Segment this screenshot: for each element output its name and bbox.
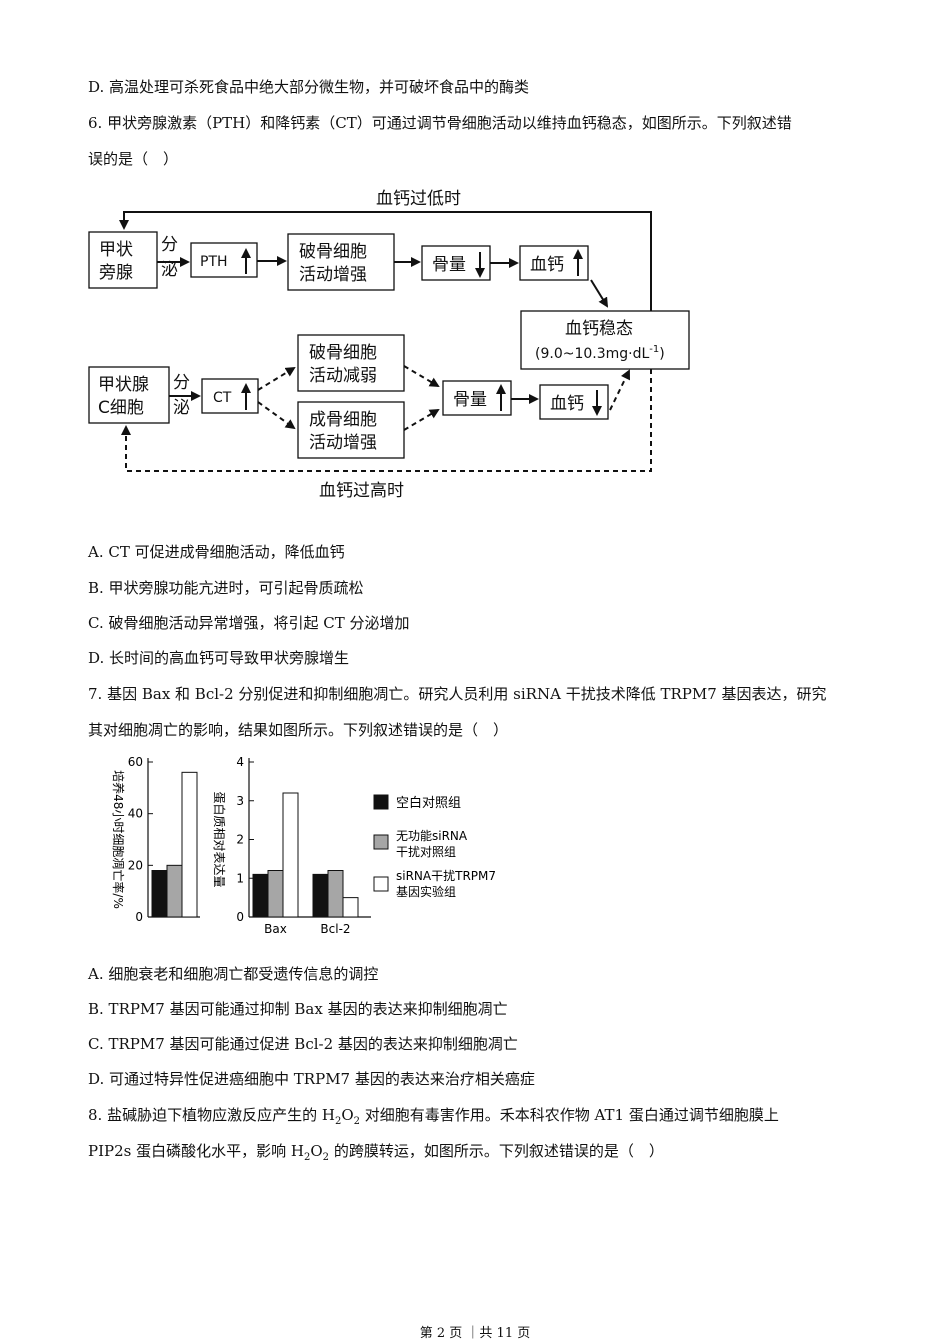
osteoblast-up-label-2: 活动增强	[309, 433, 377, 453]
osteoclast-up-label-1: 破骨细胞	[299, 242, 367, 262]
secrete-label-1b: 泌	[161, 260, 178, 280]
ct-label: CT	[213, 390, 232, 406]
chart-legend: 空白对照组 无功能siRNA 干扰对照组 siRNA干扰TRPM7 基因实验组	[373, 794, 496, 899]
y-tick-label: 0	[135, 910, 143, 924]
y-tick-label: 0	[236, 910, 244, 924]
legend-swatch-white	[373, 876, 389, 892]
blood-calcium-up-label: 血钙	[530, 255, 564, 275]
thyroid-label-2: C细胞	[98, 398, 144, 418]
high-calcium-feedback-arrow	[121, 369, 652, 472]
parathyroid-gland-box	[88, 231, 158, 289]
y-tick-label: 3	[236, 794, 244, 808]
bar	[151, 870, 168, 918]
legend-label-2a: 无功能siRNA	[396, 829, 468, 843]
x-tick-label: Bcl-2	[320, 922, 350, 936]
bar	[282, 792, 299, 918]
q6-option-b: B. 甲状旁腺功能亢进时，可引起骨质疏松	[88, 579, 364, 597]
q6-option-a: A. CT 可促进成骨细胞活动，降低血钙	[88, 543, 345, 561]
high-calcium-label: 血钙过高时	[319, 481, 404, 501]
q8-stem: 8. 盐碱胁迫下植物应激反应产生的 H2O2 对细胞有毒害作用。禾本科农作物 A…	[88, 1106, 779, 1127]
bar	[312, 873, 329, 918]
q7-option-d: D. 可通过特异性促进癌细胞中 TRPM7 基因的表达来治疗相关癌症	[88, 1070, 535, 1088]
bar	[267, 870, 284, 918]
osteoblast-up-label-1: 成骨细胞	[309, 410, 377, 430]
osteoclast-weakened-box	[297, 334, 405, 392]
legend-swatch-gray	[373, 834, 389, 850]
bar	[252, 873, 269, 918]
y-axis-label: 蛋白质相对表达量	[212, 791, 227, 887]
x-tick-label: Bax	[264, 922, 287, 936]
low-calcium-label: 血钙过低时	[376, 189, 461, 209]
legend-label-1: 空白对照组	[396, 795, 461, 811]
parathyroid-label-1: 甲状	[99, 240, 133, 260]
osteoclast-up-label-2: 活动增强	[299, 265, 367, 285]
q7-option-c: C. TRPM7 基因可能通过促进 Bcl-2 基因的表达来抑制细胞凋亡	[88, 1035, 518, 1053]
secrete-label-2b: 泌	[173, 398, 190, 418]
osteoblast-enhanced-box	[297, 401, 405, 459]
secrete-label-1: 分	[161, 235, 178, 255]
legend-label-3a: siRNA干扰TRPM7	[396, 869, 496, 883]
q7-stem-cont: 其对细胞凋亡的影响，结果如图所示。下列叙述错误的是（ ）	[88, 721, 509, 739]
q6-option-d: D. 长时间的高血钙可导致甲状旁腺增生	[88, 649, 350, 667]
bar	[166, 864, 183, 918]
legend-label-3b: 基因实验组	[396, 884, 456, 899]
q8-stem-cont: PIP2s 蛋白磷酸化水平，影响 H2O2 的跨膜转运，如图所示。下列叙述错误的…	[88, 1142, 664, 1163]
thyroid-c-cell-box	[88, 366, 170, 424]
y-tick-label: 2	[236, 833, 244, 847]
homeostasis-range: (9.0~10.3mg·dL-1)	[535, 344, 665, 362]
bone-mass-up-label: 骨量	[453, 390, 487, 410]
osteoclast-down-label-2: 活动减弱	[309, 366, 377, 386]
bar	[181, 771, 198, 918]
homeostasis-label: 血钙稳态	[565, 319, 633, 339]
q5-option-d: D. 高温处理可杀死食品中绝大部分微生物，并可破坏食品中的酶类	[88, 78, 530, 96]
q7-option-b: B. TRPM7 基因可能通过抑制 Bax 基因的表达来抑制细胞凋亡	[88, 1000, 508, 1018]
q7-stem: 7. 基因 Bax 和 Bcl-2 分别促进和抑制细胞凋亡。研究人员利用 siR…	[88, 685, 827, 703]
low-calcium-feedback-arrow	[119, 211, 652, 311]
osteoclast-enhanced-box	[287, 233, 395, 291]
q6-option-c: C. 破骨细胞活动异常增强，将引起 CT 分泌增加	[88, 614, 410, 632]
q6-stem: 6. 甲状旁腺激素（PTH）和降钙素（CT）可通过调节骨细胞活动以维持血钙稳态，…	[88, 114, 792, 132]
q6-stem-cont: 误的是（ ）	[88, 150, 179, 168]
q7-option-a: A. 细胞衰老和细胞凋亡都受遗传信息的调控	[88, 965, 379, 983]
blood-calcium-down-label: 血钙	[550, 394, 584, 414]
legend-swatch-black	[373, 794, 389, 810]
page-footer: 第 2 页 ｜共 11 页	[419, 1326, 531, 1341]
bar	[327, 870, 344, 918]
y-tick-label: 20	[128, 858, 143, 872]
parathyroid-label-2: 旁腺	[99, 263, 133, 283]
calcium-homeostasis-box	[520, 310, 690, 370]
y-tick-label: 40	[128, 807, 143, 821]
legend-label-2b: 干扰对照组	[396, 845, 456, 859]
pth-label: PTH	[200, 254, 228, 270]
osteoclast-down-label-1: 破骨细胞	[309, 343, 377, 363]
protein-expression-chart: 0 1 2 3 4 蛋白质相对表达量 Bax Bcl-2	[212, 755, 371, 936]
y-tick-label: 4	[236, 755, 244, 769]
bone-mass-down-label: 骨量	[432, 255, 466, 275]
calcium-regulation-diagram: 血钙过低时 甲状 旁腺 分 泌 PTH 破骨细胞 活动增强 骨量 血钙 血钙稳态…	[88, 189, 690, 501]
thyroid-label-1: 甲状腺	[98, 375, 149, 395]
bar	[342, 897, 359, 918]
y-tick-label: 1	[236, 871, 244, 885]
secrete-label-2: 分	[173, 373, 190, 393]
y-tick-label: 60	[128, 755, 143, 769]
y-axis-label: 培养48小时细胞凋亡率/%	[111, 770, 126, 909]
